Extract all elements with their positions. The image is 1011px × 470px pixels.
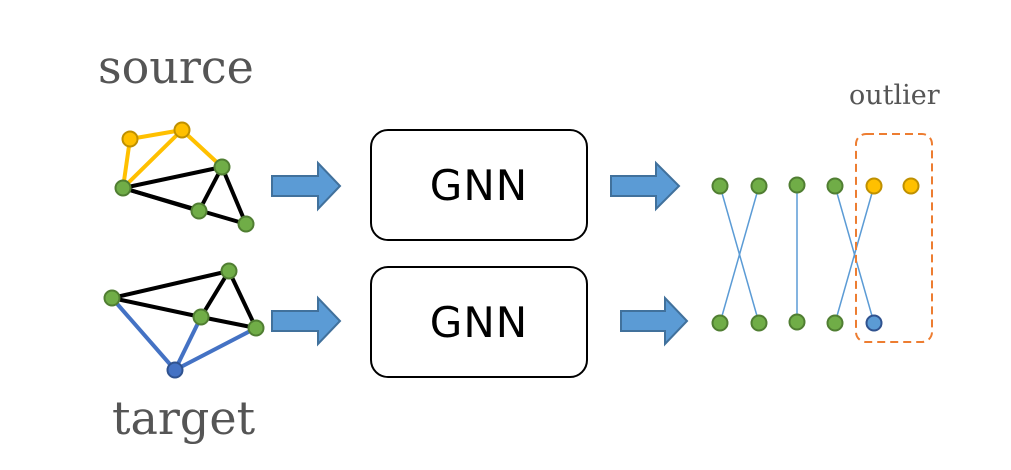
target-node-blue <box>166 361 184 379</box>
match-node-green <box>788 313 806 331</box>
outlier-label: outlier <box>849 80 940 111</box>
source-edge-yellow <box>180 128 224 169</box>
source-edge-black <box>220 166 248 225</box>
target-label: target <box>112 391 256 445</box>
right-arrow-icon <box>620 295 689 347</box>
outlier-box <box>855 133 933 343</box>
match-node-green <box>750 314 768 332</box>
target-node-green <box>192 308 210 326</box>
arrow-gnn-bottom-to-matching <box>620 295 689 347</box>
target-node-green <box>103 289 121 307</box>
source-label: source <box>98 40 254 94</box>
target-edge-blue <box>110 296 177 372</box>
match-line <box>834 185 875 324</box>
matching-lines <box>719 185 875 324</box>
gnn-box-source: GNN <box>370 129 588 241</box>
source-graph <box>114 121 255 233</box>
target-node-green <box>220 262 238 280</box>
arrow-gnn-top-to-matching <box>610 160 681 212</box>
source-node-green <box>213 158 231 176</box>
source-edge-black <box>122 186 247 226</box>
target-edge-black <box>111 296 202 319</box>
right-arrow-icon <box>610 160 681 212</box>
match-node-green <box>750 177 768 195</box>
gnn-box-label: GNN <box>429 297 529 347</box>
match-node-green <box>788 176 806 194</box>
match-node-green <box>826 177 844 195</box>
match-line <box>719 185 760 324</box>
right-arrow-icon <box>271 295 342 347</box>
source-node-green <box>114 179 132 197</box>
match-node-green <box>711 314 729 332</box>
match-node-green <box>826 314 844 332</box>
match-node-green <box>711 177 729 195</box>
arrow-target-to-gnn <box>271 295 342 347</box>
source-edge-yellow <box>129 128 183 141</box>
matching-bottom-row <box>711 313 883 332</box>
source-node-green <box>237 215 255 233</box>
matching-top-row <box>711 176 920 195</box>
match-node-yellow <box>865 177 883 195</box>
target-graph <box>103 262 265 379</box>
source-node-yellow <box>173 121 191 139</box>
target-edge-blue <box>173 316 203 371</box>
target-edge-blue <box>174 326 257 372</box>
target-edge-black <box>199 269 231 319</box>
right-arrow-icon <box>271 160 342 212</box>
gnn-box-target: GNN <box>370 266 588 378</box>
outlier-node-yellow <box>902 177 920 195</box>
source-edge-yellow <box>121 128 184 190</box>
source-node-yellow <box>121 130 139 148</box>
arrow-source-to-gnn <box>271 160 342 212</box>
match-node-blue <box>865 314 883 332</box>
source-node-green <box>190 202 208 220</box>
target-edge-black <box>111 269 230 300</box>
target-node-green <box>247 319 265 337</box>
target-edge-black <box>200 315 257 330</box>
source-edge-black <box>122 165 223 190</box>
target-edge-black <box>227 270 258 329</box>
gnn-box-label: GNN <box>429 160 529 210</box>
